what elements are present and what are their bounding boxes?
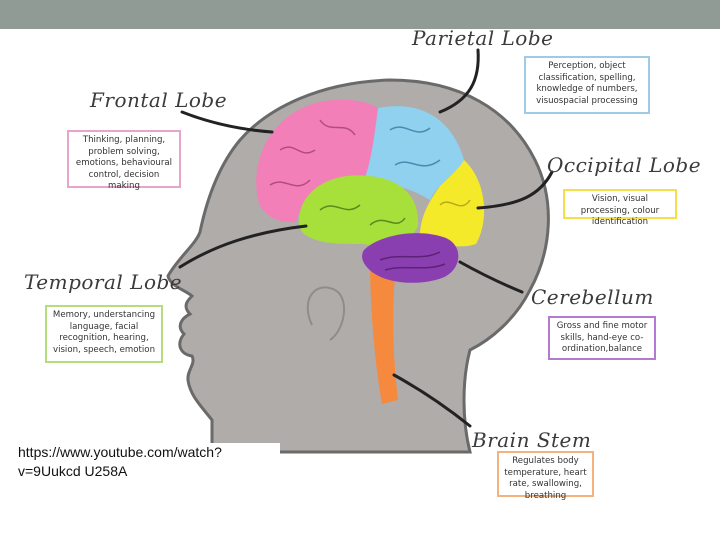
occipital-lobe-title: Occipital Lobe bbox=[547, 153, 702, 177]
parietal-folds bbox=[389, 126, 441, 167]
ear-outline bbox=[306, 286, 346, 341]
cerebellum-description: Gross and fine motor skills, hand-eye co… bbox=[548, 316, 656, 360]
brain-stem-description: Regulates body temperature, heart rate, … bbox=[497, 451, 594, 501]
frontal-lobe-title: Frontal Lobe bbox=[90, 88, 228, 112]
frontal-lobe-region bbox=[256, 99, 378, 223]
cerebellum-folds bbox=[379, 251, 446, 271]
pointer-parietal bbox=[438, 48, 480, 114]
temporal-lobe-title: Temporal Lobe bbox=[24, 270, 183, 294]
pointer-brainstem bbox=[392, 373, 472, 428]
pointer-temporal bbox=[178, 224, 308, 269]
frontal-folds bbox=[269, 119, 356, 187]
temporal-lobe-region bbox=[298, 175, 419, 246]
frontal-description: Thinking, planning, problem solving, emo… bbox=[67, 130, 181, 191]
parietal-lobe-title: Parietal Lobe bbox=[412, 26, 554, 50]
brain-stem bbox=[370, 262, 398, 404]
source-link[interactable]: https://www.youtube.com/watch?v=9Uukcd U… bbox=[18, 443, 280, 481]
pointer-occipital bbox=[476, 170, 554, 210]
parietal-lobe-region bbox=[360, 106, 464, 200]
occipital-folds bbox=[439, 199, 471, 207]
parietal-description: Perception, object classification, spell… bbox=[524, 56, 650, 114]
occipital-description: Vision, visual processing, colour identi… bbox=[563, 189, 677, 227]
pointer-cerebellum bbox=[458, 260, 524, 294]
cerebellum-title: Cerebellum bbox=[531, 285, 654, 309]
brain-stem-title: Brain Stem bbox=[472, 428, 592, 452]
temporal-folds bbox=[319, 204, 406, 226]
temporal-description: Memory, understancing language, facial r… bbox=[45, 305, 163, 363]
top-bar bbox=[0, 0, 720, 29]
pointer-frontal bbox=[180, 110, 274, 134]
